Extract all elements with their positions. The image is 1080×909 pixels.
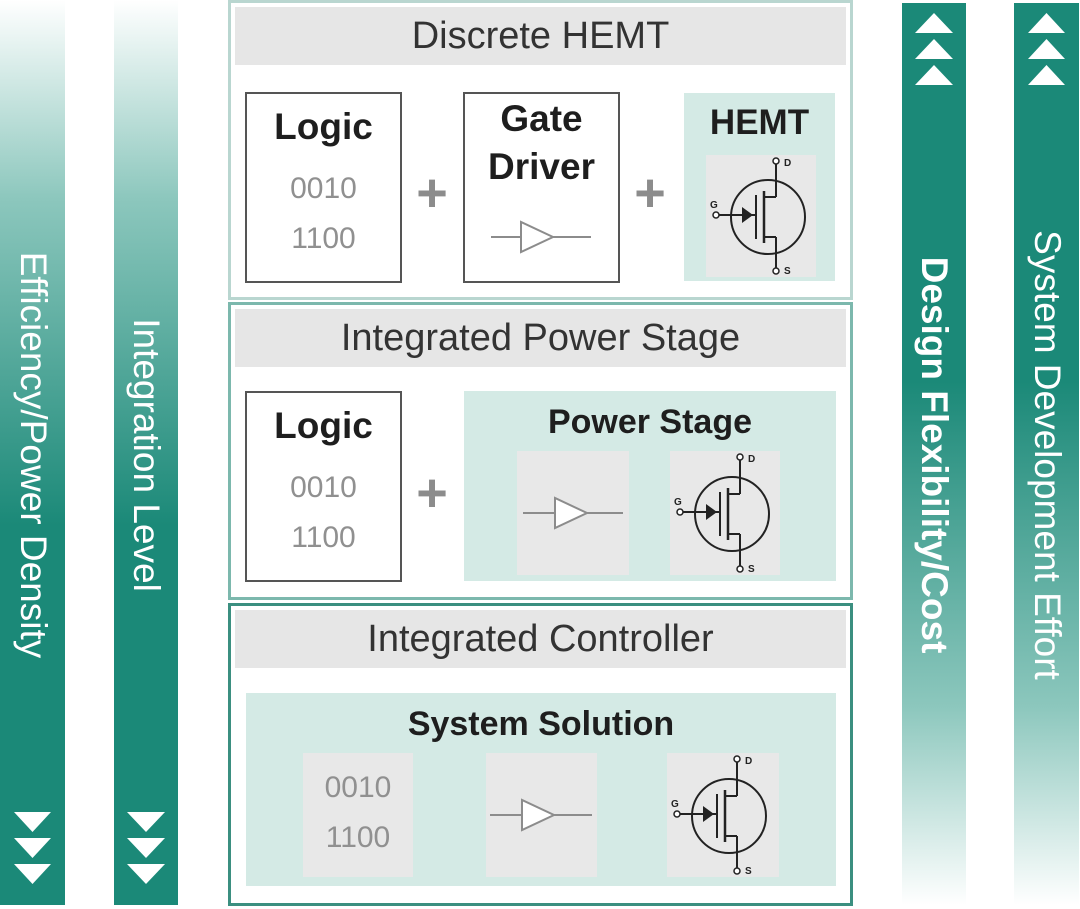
logic-box: Logic 0010 1100 [245, 92, 402, 283]
gate-driver-box: Gate Driver [463, 92, 620, 283]
discrete-hemt-section: Discrete HEMT Logic 0010 1100 + Gate Dri… [228, 0, 853, 300]
svg-text:D: D [748, 454, 755, 465]
integration-level-label: Integration Level [126, 318, 167, 592]
chevron-down-icon [14, 812, 51, 884]
chevron-up-icon [1028, 13, 1065, 85]
integration-level-bar: Integration Level [114, 0, 178, 905]
integrated-controller-section: Integrated Controller System Solution 00… [228, 603, 853, 906]
integrated-power-stage-title: Integrated Power Stage [235, 309, 846, 367]
transistor-icon: D G S [671, 755, 767, 877]
buffer-icon [490, 798, 592, 832]
design-flexibility-cost-bar: Design Flexibility/Cost [902, 3, 966, 905]
transistor-icon: D G S [674, 453, 770, 575]
system-solution-panel: System Solution 0010 1100 [246, 693, 836, 886]
svg-text:S: S [748, 564, 755, 575]
svg-text:G: G [710, 200, 718, 211]
plus-icon: + [416, 463, 448, 523]
plus-icon: + [416, 163, 448, 223]
integrated-power-stage-section: Integrated Power Stage Logic 0010 1100 +… [228, 302, 853, 600]
hemt-panel: HEMT D G S [684, 93, 835, 281]
chevron-up-icon [915, 13, 953, 85]
buffer-icon [523, 496, 623, 530]
system-development-effort-bar: System Development Effort [1014, 3, 1079, 905]
svg-text:S: S [784, 266, 791, 277]
design-flexibility-cost-label: Design Flexibility/Cost [914, 256, 955, 654]
transistor-icon: D G S [710, 157, 806, 277]
svg-text:D: D [784, 158, 791, 169]
discrete-hemt-title: Discrete HEMT [235, 7, 846, 65]
svg-text:D: D [745, 756, 752, 767]
buffer-icon [491, 220, 591, 254]
system-development-effort-label: System Development Effort [1026, 230, 1068, 680]
integrated-controller-title: Integrated Controller [235, 610, 846, 668]
svg-text:G: G [671, 799, 679, 810]
efficiency-power-density-bar: Efficiency/Power Density [0, 0, 65, 905]
chevron-down-icon [127, 812, 165, 884]
svg-text:G: G [674, 497, 682, 508]
logic-box: Logic 0010 1100 [245, 391, 402, 582]
svg-text:S: S [745, 866, 752, 877]
plus-icon: + [634, 163, 666, 223]
power-stage-panel: Power Stage D G S [464, 391, 836, 581]
efficiency-power-density-label: Efficiency/Power Density [12, 251, 54, 659]
